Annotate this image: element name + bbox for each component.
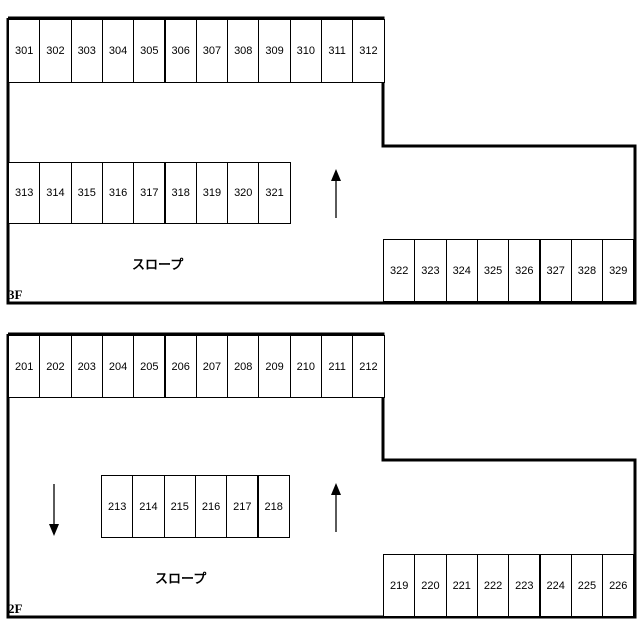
parking-spot-217: 217 [226,475,259,538]
parking-spot-206: 206 [164,335,197,398]
parking-spot-221: 221 [445,554,478,617]
parking-spot-218: 218 [257,475,290,538]
parking-spot-226: 226 [602,554,635,617]
floor-3f-outline [6,16,637,305]
parking-spot-312: 312 [352,19,385,83]
parking-spot-329: 329 [602,239,635,302]
parking-spot-224: 224 [539,554,572,617]
parking-spot-326: 326 [508,239,541,302]
parking-spot-307: 307 [195,19,229,83]
parking-spot-305: 305 [133,19,166,83]
parking-spot-320: 320 [227,162,260,224]
parking-spot-325: 325 [476,239,510,302]
parking-spot-223: 223 [508,554,541,617]
parking-spot-202: 202 [39,335,72,398]
slope-label: スロープ [132,258,184,273]
parking-spot-212: 212 [352,335,385,398]
parking-spot-205: 205 [133,335,166,398]
parking-spot-303: 303 [70,19,103,83]
down-arrow-icon [49,484,59,536]
parking-spot-313: 313 [8,162,41,224]
slope-label: スロープ [155,572,207,587]
parking-spot-327: 327 [539,239,572,302]
parking-spot-306: 306 [164,19,197,83]
parking-spot-301: 301 [8,19,41,83]
parking-spot-310: 310 [289,19,322,83]
floor-label: 2F [8,601,23,616]
parking-spot-304: 304 [101,19,135,83]
parking-spot-323: 323 [414,239,447,302]
parking-spot-208: 208 [227,335,260,398]
parking-spot-210: 210 [289,335,322,398]
parking-spot-220: 220 [414,554,447,617]
parking-spot-309: 309 [258,19,291,83]
parking-spot-302: 302 [39,19,72,83]
parking-spot-204: 204 [101,335,135,398]
floor-label: 3F [8,287,23,302]
parking-spot-207: 207 [195,335,229,398]
parking-spot-213: 213 [101,475,134,538]
up-arrow-icon [331,483,341,532]
parking-spot-308: 308 [227,19,260,83]
parking-spot-225: 225 [570,554,604,617]
parking-spot-222: 222 [476,554,510,617]
parking-spot-328: 328 [570,239,604,302]
parking-spot-315: 315 [70,162,103,224]
parking-spot-215: 215 [163,475,196,538]
parking-spot-209: 209 [258,335,291,398]
parking-spot-214: 214 [132,475,165,538]
parking-spot-319: 319 [195,162,229,224]
parking-spot-219: 219 [383,554,416,617]
parking-spot-317: 317 [133,162,166,224]
parking-spot-203: 203 [70,335,103,398]
parking-spot-311: 311 [321,19,354,83]
parking-spot-324: 324 [445,239,478,302]
parking-spot-314: 314 [39,162,72,224]
parking-spot-321: 321 [258,162,291,224]
parking-spot-201: 201 [8,335,41,398]
parking-spot-316: 316 [101,162,135,224]
parking-spot-322: 322 [383,239,416,302]
up-arrow-icon [331,169,341,218]
floor-2f-outline [6,332,637,619]
parking-spot-216: 216 [194,475,228,538]
parking-spot-318: 318 [164,162,197,224]
parking-spot-211: 211 [321,335,354,398]
